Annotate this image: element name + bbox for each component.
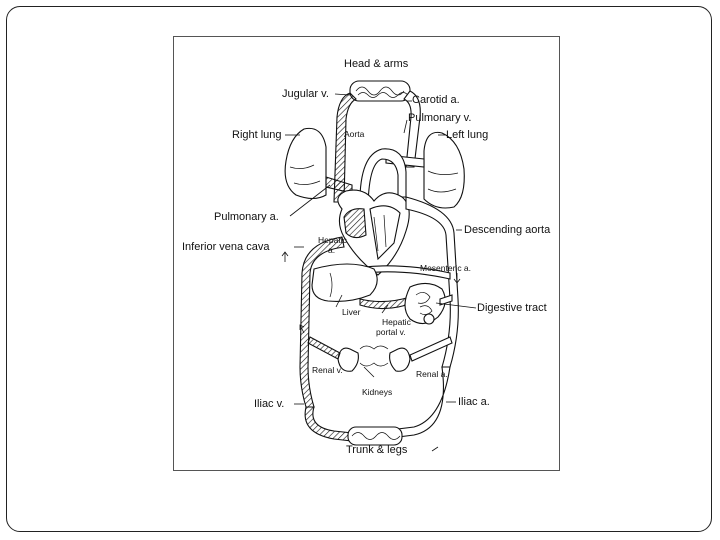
diagram-svg: Head & arms Jugular v. Carotid a. Pulmon…	[174, 37, 561, 472]
label-right-lung: Right lung	[232, 129, 282, 141]
label-inferior-vena-cava: Inferior vena cava	[182, 241, 270, 253]
label-head-arms: Head & arms	[344, 58, 409, 70]
label-mesenteric-artery: Mesenteric a.	[420, 263, 471, 273]
label-hepatic-portal-line1: Hepatic	[382, 317, 412, 327]
liver	[312, 264, 377, 301]
label-left-lung: Left lung	[446, 129, 488, 141]
label-iliac-vein: Iliac v.	[254, 398, 284, 410]
label-jugular-vein: Jugular v.	[282, 88, 329, 100]
head-arms-capillary-bed	[350, 81, 410, 101]
label-pulmonary-artery: Pulmonary a.	[214, 211, 279, 223]
kidneys	[338, 346, 410, 371]
right-lung	[285, 128, 326, 198]
iliac-vein-vessel	[305, 407, 352, 441]
renal-vein	[308, 337, 340, 359]
left-lung	[424, 132, 464, 208]
label-kidneys: Kidneys	[362, 387, 392, 397]
heart	[338, 190, 409, 275]
label-hepatic-artery-line1: Hepatic	[318, 235, 348, 245]
label-iliac-artery: Iliac a.	[458, 396, 490, 408]
label-hepatic-portal-line2: portal v.	[376, 327, 406, 337]
label-carotid-artery: Carotid a.	[412, 94, 460, 106]
label-renal-artery: Renal a.	[416, 369, 448, 379]
label-liver: Liver	[342, 307, 361, 317]
label-renal-vein: Renal v.	[312, 365, 343, 375]
label-digestive-tract: Digestive tract	[477, 302, 547, 314]
hepatic-portal-vein	[360, 297, 412, 309]
label-hepatic-artery-line2: a.	[328, 245, 335, 255]
trunk-legs-capillary-bed	[348, 427, 402, 445]
circulatory-system-diagram: Head & arms Jugular v. Carotid a. Pulmon…	[173, 36, 560, 471]
label-aorta: Aorta	[344, 129, 365, 139]
label-pulmonary-vein: Pulmonary v.	[408, 112, 471, 124]
label-descending-aorta: Descending aorta	[464, 224, 551, 236]
inferior-vena-cava-vessel	[300, 237, 344, 407]
label-trunk-legs: Trunk & legs	[346, 444, 408, 456]
